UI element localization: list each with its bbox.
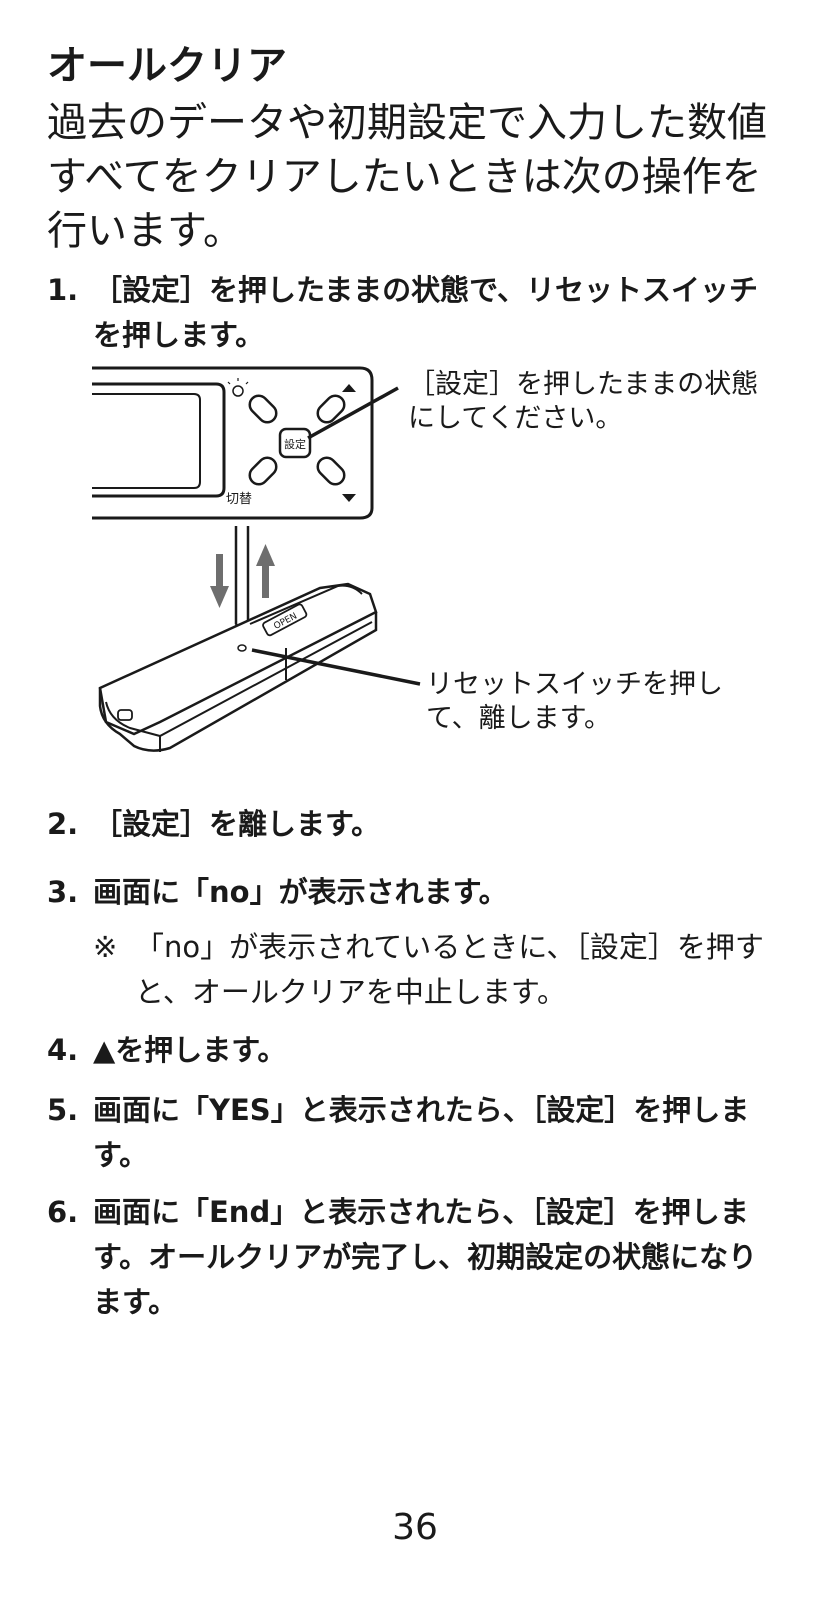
step-2: 2. ［設定］を離します。 — [47, 802, 782, 847]
step-text: 画面に「End」と表示されたら、［設定］を押します。オールクリアが完了し、初期設… — [93, 1195, 758, 1319]
step-text: 画面に「YES」と表示されたら、［設定］を押します。 — [93, 1093, 750, 1172]
step-text: ［設定］を離します。 — [93, 807, 381, 841]
settings-button-icon — [278, 427, 312, 459]
step-number: 6. — [47, 1195, 79, 1229]
step-number: 1. — [47, 273, 79, 307]
intro-paragraph: 過去のデータや初期設定で入力した数値すべてをクリアしたいときは次の操作を行います… — [47, 100, 767, 254]
step-text: 画面に「no」が表示されます。 — [93, 875, 508, 909]
note-text: 「no」が表示されているときに、［設定］を押すと、オールクリアを中止します。 — [135, 930, 764, 1009]
step-3: 3. 画面に「no」が表示されます。 — [47, 870, 782, 915]
device-diagram: 設定 切替 OPEN — [92, 366, 421, 752]
step-number: 5. — [47, 1093, 79, 1127]
page-title: オールクリア — [47, 43, 287, 89]
settings-button-label: 設定 — [284, 437, 306, 451]
step-number: 3. — [47, 875, 79, 909]
light-icon — [232, 385, 244, 397]
reset-illustration: 設定 切替 OPEN — [90, 362, 790, 776]
callout-press-reset: リセットスイッチを押して、離します。 — [426, 669, 723, 734]
step-6: 6. 画面に「End」と表示されたら、［設定］を押します。オールクリアが完了し、… — [47, 1190, 782, 1325]
switch-label: 切替 — [226, 492, 252, 507]
note: ※ 「no」が表示されているときに、［設定］を押すと、オールクリアを中止します。 — [93, 925, 783, 1015]
step-number: 2. — [47, 807, 79, 841]
down-triangle-icon — [342, 494, 356, 502]
step-5: 5. 画面に「YES」と表示されたら、［設定］を押します。 — [47, 1088, 782, 1178]
step-1: 1. ［設定］を押したままの状態で、リセットスイッチを押します。 — [47, 268, 782, 358]
note-mark: ※ — [93, 930, 118, 964]
reset-hole-icon — [237, 644, 247, 652]
step-4: 4. ▲を押します。 — [47, 1028, 782, 1073]
step-number: 4. — [47, 1033, 79, 1067]
step-text: ［設定］を押したままの状態で、リセットスイッチを押します。 — [93, 273, 758, 352]
step-text: ▲を押します。 — [93, 1033, 287, 1067]
callout-hold-settings: ［設定］を押したままの状態にしてください。 — [408, 369, 759, 434]
up-triangle-icon — [342, 384, 356, 392]
page-number: 36 — [392, 1507, 438, 1548]
